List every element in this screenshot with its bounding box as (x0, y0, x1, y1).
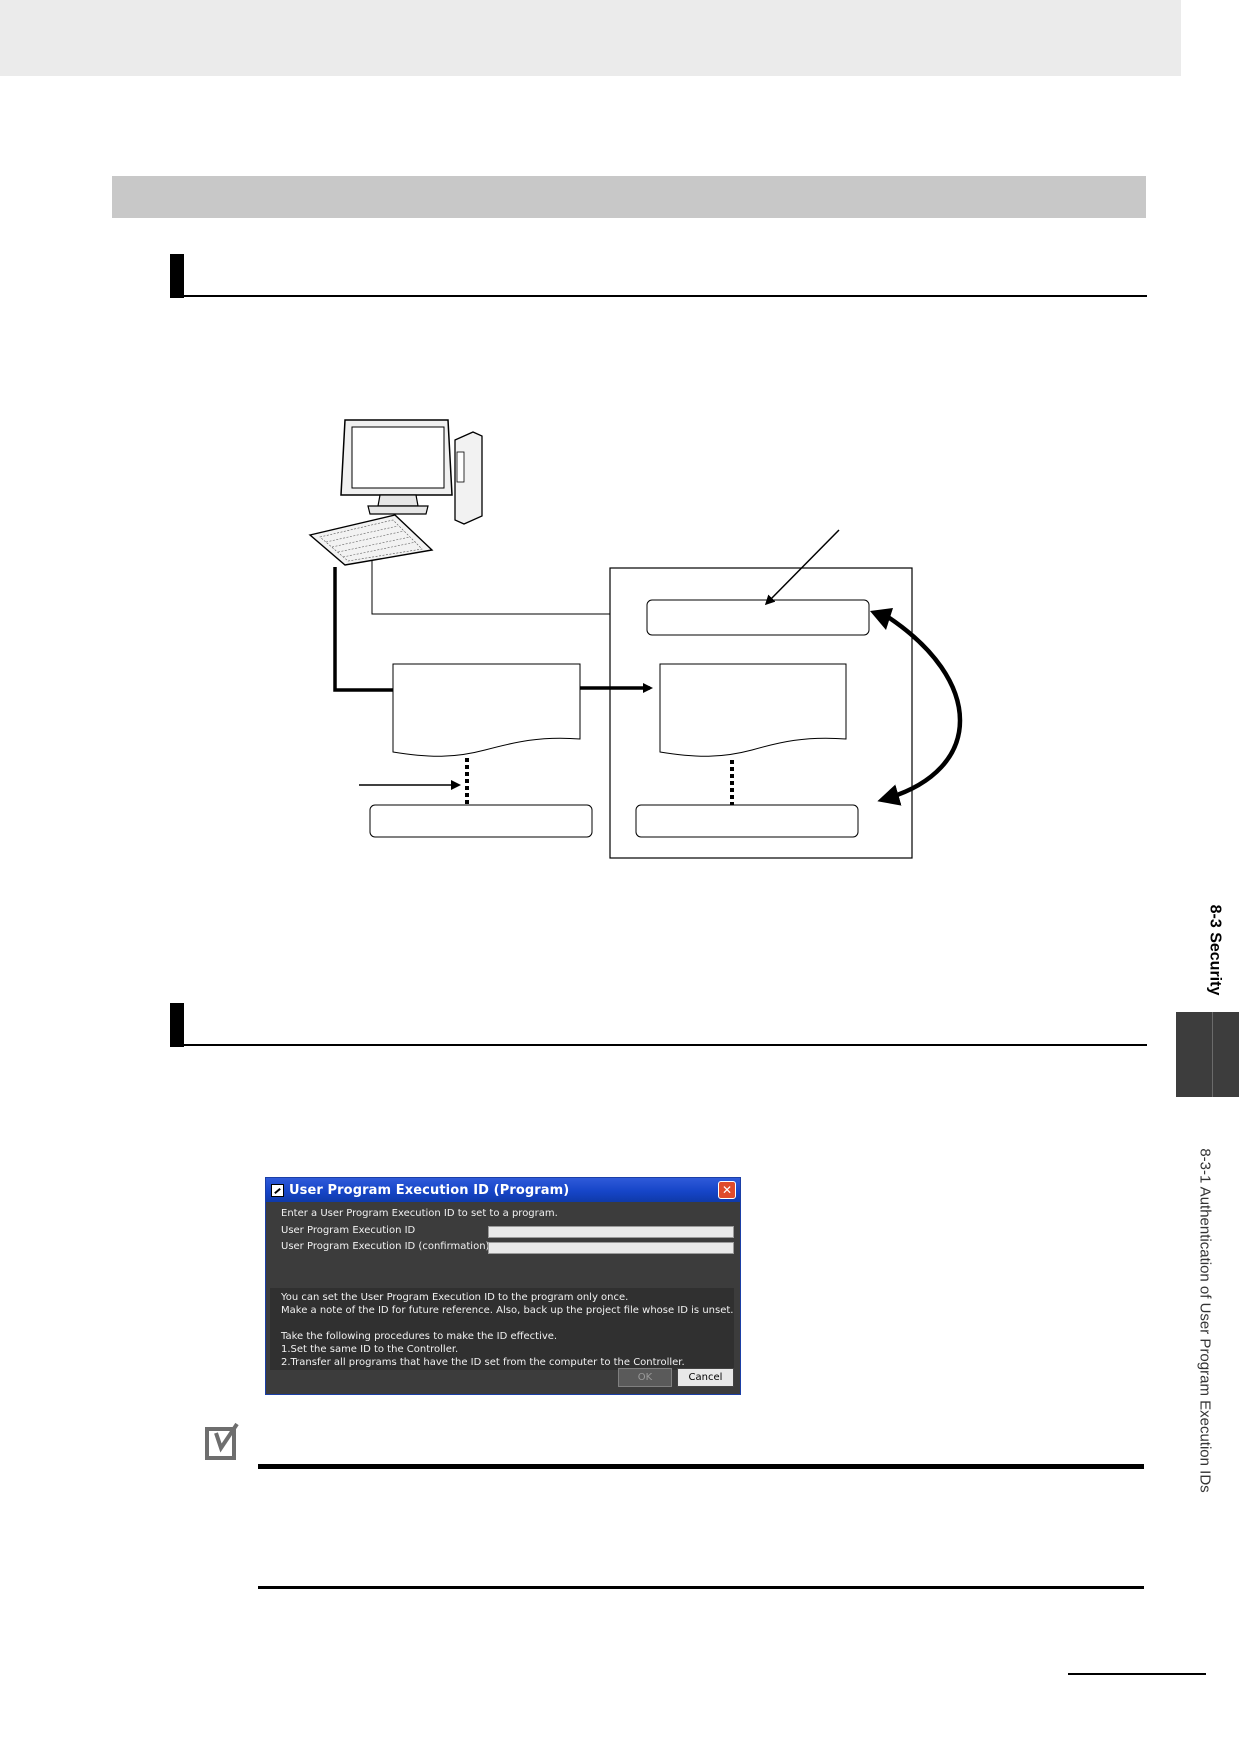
subheading-rule-2 (170, 1044, 1147, 1046)
execution-id-diagram (308, 419, 963, 859)
side-tab-divider (1212, 1012, 1213, 1097)
cancel-button[interactable]: Cancel (677, 1368, 734, 1387)
side-section-label: 8-3 Security (1184, 890, 1239, 1010)
execution-id-input[interactable] (488, 1226, 734, 1238)
execution-id-label: User Program Execution ID (281, 1225, 416, 1236)
side-subsection-label: 8-3-1 Authentication of User Program Exe… (1110, 1100, 1239, 1540)
subheading-rule-1 (170, 295, 1147, 297)
section-heading-band (112, 176, 1146, 218)
page-number-rule (1068, 1673, 1206, 1675)
computer-icon (308, 419, 483, 566)
info-line: 2.Transfer all programs that have the ID… (281, 1357, 685, 1368)
info-line: Take the following procedures to make th… (281, 1331, 558, 1342)
dialog-body: Enter a User Program Execution ID to set… (266, 1202, 740, 1394)
subheading-marker-1 (170, 254, 184, 298)
subheading-marker-2 (170, 1003, 184, 1047)
page-header-band (0, 0, 1181, 76)
info-line: You can set the User Program Execution I… (281, 1292, 629, 1303)
side-section-text: 8-3 Security (1206, 904, 1223, 996)
app-icon (271, 1183, 284, 1197)
dialog-title: User Program Execution ID (Program) (289, 1182, 570, 1198)
close-icon[interactable]: ✕ (718, 1181, 736, 1199)
precaution-rule-top (258, 1464, 1144, 1469)
info-line: Make a note of the ID for future referen… (281, 1305, 734, 1316)
info-line: 1.Set the same ID to the Controller. (281, 1344, 459, 1355)
execution-id-dialog: User Program Execution ID (Program) ✕ En… (265, 1177, 741, 1395)
side-subsection-text: 8-3-1 Authentication of User Program Exe… (1196, 1147, 1214, 1493)
precaution-rule-bottom (258, 1586, 1144, 1589)
dialog-info-panel: You can set the User Program Execution I… (270, 1288, 734, 1370)
execution-id-confirm-label: User Program Execution ID (confirmation) (281, 1241, 490, 1252)
dialog-titlebar[interactable]: User Program Execution ID (Program) ✕ (266, 1178, 740, 1202)
dialog-instruction: Enter a User Program Execution ID to set… (281, 1208, 558, 1219)
execution-id-confirm-input[interactable] (488, 1242, 734, 1254)
precaution-check-icon (205, 1422, 239, 1460)
ok-button[interactable]: OK (618, 1368, 672, 1387)
side-chapter-tab (1176, 1012, 1239, 1097)
